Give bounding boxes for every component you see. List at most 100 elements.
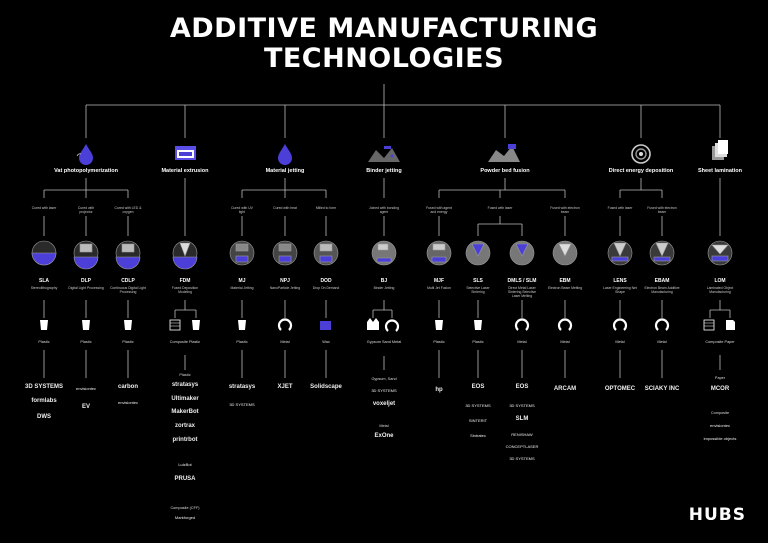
subgroup-label: Cured with heat (273, 206, 297, 210)
wire-spool-icon (631, 144, 651, 164)
fdm-plastic-header: Plastic (179, 373, 191, 377)
logo-eos: EOS (515, 384, 529, 390)
logo-sintratec: Sintratec (470, 433, 486, 438)
logo-optomec: OPTOMEC (604, 386, 636, 392)
tech-abbr: MJ (238, 278, 246, 284)
tech-name: NanoParticle Jetting (269, 286, 301, 290)
logo-arcam: ARCAM (553, 386, 577, 392)
tech-name: Electron Beam Melting (547, 286, 583, 290)
tech-name: Laminated Object Manufacturing (706, 286, 734, 294)
category-material-extrusion: Material extrusion (161, 168, 209, 174)
tech-abbr: EBAM (654, 278, 670, 284)
material-icons (40, 318, 735, 332)
logo-envisiontec: envisiontec (117, 400, 139, 405)
tech-name: Material Jetting (230, 286, 254, 290)
fdm-composite-header: Composite (CFF) (170, 506, 200, 510)
subgroup-label: Fused with electron beam (647, 206, 677, 214)
title-line-1: ADDITIVE MANUFACTURING (169, 13, 599, 44)
logo-markforged: Markforged (174, 515, 196, 520)
logo-sciaky: SCIAKY INC (644, 386, 680, 392)
tech-material: Composite Paper (705, 340, 735, 344)
logo-stratasys: stratasys (171, 382, 199, 388)
logo-mcor: MCOR (710, 386, 730, 392)
extruder-icon (175, 146, 196, 160)
tech-material: Plastic (80, 340, 92, 344)
logo-formlabs: formlabs (31, 398, 57, 404)
tech-name: Stereolithography (30, 286, 58, 290)
binder-icon (368, 146, 400, 162)
logo-hp: hp (435, 387, 443, 393)
logo-printrbot: printrbot (172, 437, 198, 443)
tech-material: Plastic (122, 340, 134, 344)
tech-material: Plastic (433, 340, 445, 344)
logo-impossible-objects: impossible objects (703, 436, 737, 441)
logo-3d-systems: 3D SYSTEMS (371, 388, 397, 393)
category-material-jetting: Material jetting (265, 168, 305, 174)
subgroup-label: Cured with laser (31, 206, 57, 210)
logo-exone: ExOne (374, 433, 394, 439)
category-binder-jetting: Binder jetting (366, 168, 402, 174)
logo-3d-systems: 3D SYSTEMS (229, 402, 255, 407)
logo-renishaw: RENISHAW (511, 432, 533, 437)
logo-carbon: carbon (117, 384, 139, 390)
tech-material: Plastic (472, 340, 484, 344)
logo-envisiontec: envisiontec (75, 386, 97, 391)
tech-name: Selective Laser Sintering (466, 286, 490, 294)
tech-material: Metal (560, 340, 570, 344)
tech-material: Plastic (38, 340, 50, 344)
category-sheet-lamination: Sheet lamination (697, 168, 743, 174)
powder-bed-icon (488, 144, 520, 162)
subgroup-label: Joined with bonding agent (369, 206, 399, 214)
logo-envisiontec: envisiontec (709, 423, 731, 428)
logo-3d-systems: 3D SYSTEMS (465, 403, 491, 408)
tech-abbr: MJF (434, 278, 444, 284)
tech-name: Direct Metal Laser Sintering Selective L… (507, 286, 537, 298)
tech-material: Gypsum Sand Metal (366, 340, 402, 344)
tech-abbr: CDLP (121, 278, 135, 284)
sheets-icon (712, 140, 728, 160)
droplet-icon (278, 144, 292, 165)
logo-conceptlaser: CONCEPTLASER (505, 444, 539, 449)
logo-sinterit: SINTERIT (468, 418, 488, 423)
tech-name: Laser Engineering Net Shape (603, 286, 637, 294)
category-vat-photopolymerization: Vat photopolymerization (54, 168, 118, 174)
logo-ev: EV (81, 404, 91, 410)
logo-dws: DWS (37, 414, 51, 420)
tech-material: Wax (322, 340, 330, 344)
subgroup-label: Milled to form (315, 206, 337, 210)
logo-3d-systems: 3D SYSTEMS (509, 403, 535, 408)
tech-material: Plastic (236, 340, 248, 344)
tech-material: Metal (615, 340, 625, 344)
category-direct-energy-deposition: Direct energy deposition (608, 168, 674, 174)
tech-name: Continuous Digital Light Processing (110, 286, 146, 294)
tech-name: Digital Light Processing (68, 286, 104, 290)
tech-abbr: BJ (380, 278, 388, 284)
category-powder-bed-fusion: Powder bed fusion (480, 168, 530, 174)
bj-metal-header: Metal (379, 424, 389, 428)
tech-abbr: SLS (473, 278, 483, 284)
tech-abbr: DLP (81, 278, 91, 284)
subgroup-label: Fused with agent and energy (426, 206, 452, 214)
page-title: ADDITIVE MANUFACTURING TECHNOLOGIES (0, 14, 768, 74)
lom-composite-header: Composite (710, 411, 730, 415)
tech-circles (31, 240, 733, 270)
tech-abbr: DOD (320, 278, 332, 284)
subgroup-label: Cured with UV light (231, 206, 253, 214)
logo-prusa: PRUSA (174, 476, 196, 482)
tech-abbr: DMLS / SLM (507, 278, 537, 284)
subgroup-label: Cured with LED & oxygen (114, 206, 142, 214)
tech-abbr: LENS (613, 278, 627, 284)
tech-abbr: EBM (559, 278, 571, 284)
logo-ultimaker: Ultimaker (171, 396, 199, 402)
tech-name: Binder Jetting (373, 286, 395, 290)
tech-abbr: SLA (39, 278, 49, 284)
tech-abbr: NPJ (280, 278, 290, 284)
tech-material: Metal (657, 340, 667, 344)
tech-material: Metal (280, 340, 290, 344)
hubs-logo: HUBS (688, 505, 746, 525)
logo-makerbot: MakerBot (171, 409, 199, 415)
logo-zortrax: zortrax (174, 423, 196, 429)
tech-name: Fused Deposition Modeling (171, 286, 199, 294)
